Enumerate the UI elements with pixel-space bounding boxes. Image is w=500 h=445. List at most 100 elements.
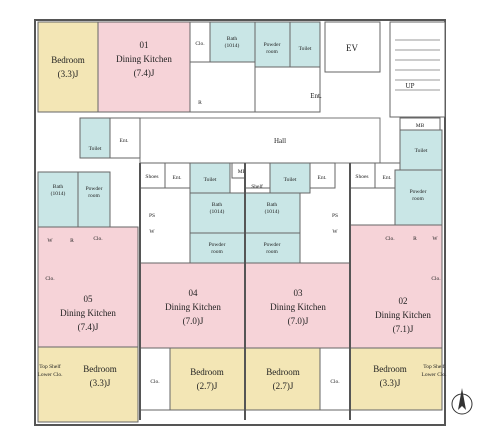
u01-bedroom-label: Bedroom xyxy=(51,55,85,65)
u03-bath-size: (1014) xyxy=(265,208,280,215)
u04-kitchen-label: Dining Kitchen xyxy=(165,302,221,312)
u04-number: 04 xyxy=(189,288,199,298)
u03-ent: Ent. xyxy=(317,175,327,181)
u02-powder-room: room xyxy=(412,196,424,202)
u03-clo: Clo. xyxy=(330,379,340,385)
u01-powder xyxy=(254,21,291,68)
u03-bedroom-label: Bedroom xyxy=(266,367,300,377)
u01-bath-label: Bath xyxy=(227,36,238,42)
u02-top-shelf: Top Shelf xyxy=(423,363,445,370)
u04-clo: Clo. xyxy=(150,379,160,385)
u03-closet xyxy=(319,347,351,411)
u05-kitchen-label: Dining Kitchen xyxy=(60,308,116,318)
u01-powder-label: Powder xyxy=(264,42,281,48)
u01-kitchen-label: Dining Kitchen xyxy=(116,54,172,64)
u05-number: 05 xyxy=(84,294,94,304)
u05-clo: Clo. xyxy=(93,236,103,242)
u02-powder-label: Powder xyxy=(410,189,427,195)
u04-toilet xyxy=(189,162,231,194)
u03-powder-label: Powder xyxy=(264,242,281,248)
building-outline xyxy=(34,19,446,426)
mb-central-label: MB xyxy=(238,169,247,175)
u01-number: 01 xyxy=(140,40,149,50)
u02-r: R xyxy=(413,236,417,242)
u01-service xyxy=(189,61,256,113)
u05-toilet xyxy=(79,117,111,159)
u05-powder-label: Powder xyxy=(86,186,103,192)
u01-bath-size: (1014) xyxy=(225,42,240,49)
u01-entry xyxy=(254,66,321,113)
u04-ps: PS xyxy=(149,213,155,219)
north-arrow-icon xyxy=(451,388,473,415)
u04-toilet-label: Toilet xyxy=(204,177,217,183)
u04-entry xyxy=(164,162,191,189)
u01-closet-label: Clo. xyxy=(195,41,205,47)
u03-toilet-label: Toilet xyxy=(284,177,297,183)
u02-shoe-label: Shoes xyxy=(355,174,368,180)
u01-ent: Ent. xyxy=(310,92,322,100)
mb-top-label: MB xyxy=(416,123,425,129)
u04-bedroom-label: Bedroom xyxy=(190,367,224,377)
u01-toilet-label: Toilet xyxy=(299,46,312,52)
u03-powder-room: room xyxy=(266,249,278,255)
u04-bedroom xyxy=(169,347,246,411)
u05-bedroom-size: (3.3)J xyxy=(90,378,111,388)
u02-kitchen-label: Dining Kitchen xyxy=(375,310,431,320)
u03-toilet xyxy=(269,162,311,194)
u05-toilet-label: Toilet xyxy=(89,146,102,152)
u02-powder xyxy=(394,169,443,226)
u02-w: W xyxy=(432,236,438,242)
u05-bedroom-label: Bedroom xyxy=(83,364,117,374)
u05-entry xyxy=(109,117,141,159)
u03-bath xyxy=(244,192,301,234)
u04-bath xyxy=(189,192,246,234)
u01-bath xyxy=(209,21,256,63)
u02-lower-clo: Lower Clo. xyxy=(421,372,447,378)
u05-powder xyxy=(77,171,111,228)
u03-ps: PS xyxy=(332,213,338,219)
u05-lower-clo: Lower Clo. xyxy=(37,372,63,378)
u04-bedroom-size: (2.7)J xyxy=(197,381,218,391)
u05-ent: Ent. xyxy=(119,138,129,144)
u05-top-shelf: Top Shelf xyxy=(39,363,61,370)
u04-powder xyxy=(189,232,246,264)
u02-ent: Ent. xyxy=(382,175,392,181)
u03-kitchen-size: (7.0)J xyxy=(288,316,309,326)
u02-kitchen-size: (7.1)J xyxy=(393,324,414,334)
u05-clo2: Clo. xyxy=(45,276,55,282)
u03-number: 03 xyxy=(294,288,304,298)
u05-w: W xyxy=(47,238,53,244)
u05-kitchen xyxy=(37,226,139,348)
u05-r: R xyxy=(70,238,74,244)
u01-kitchen xyxy=(97,21,191,113)
u02-clo2: Clo. xyxy=(431,276,441,282)
u05-kitchen-size: (7.4)J xyxy=(78,322,99,332)
u04-powder-label: Powder xyxy=(209,242,226,248)
u03-bedroom-size: (2.7)J xyxy=(273,381,294,391)
u01-bedroom-size: (3.3)J xyxy=(58,69,79,79)
u01-bedroom xyxy=(37,21,99,113)
hall-area xyxy=(139,117,381,164)
u02-number: 02 xyxy=(399,296,408,306)
up-label: UP xyxy=(406,82,415,90)
u01-toilet xyxy=(289,21,321,68)
u03-kitchen xyxy=(244,262,351,349)
u03-powder xyxy=(244,232,301,264)
u03-shelf-top-label: Shelf xyxy=(251,183,263,190)
u05-bath-label: Bath xyxy=(53,184,64,190)
hall-label: Hall xyxy=(274,137,286,145)
u02-bedroom-size: (3.3)J xyxy=(380,378,401,388)
u02-toilet-label: Toilet xyxy=(415,148,428,154)
u04-closet xyxy=(139,347,171,411)
u01-kitchen-size: (7.4)J xyxy=(134,68,155,78)
u04-bath-size: (1014) xyxy=(210,208,225,215)
u04-kitchen-size: (7.0)J xyxy=(183,316,204,326)
ev-label: EV xyxy=(346,43,358,53)
u04-shoe-label: Shoes xyxy=(145,174,158,180)
u03-bedroom xyxy=(244,347,321,411)
u04-ent: Ent. xyxy=(172,175,182,181)
u02-bedroom xyxy=(349,347,443,411)
u03-w: W xyxy=(332,229,338,235)
u01-powder-room: room xyxy=(266,49,278,55)
